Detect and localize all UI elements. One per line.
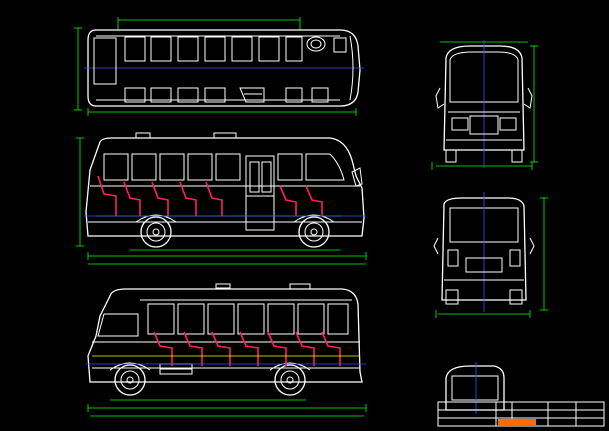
- wheel-icon: [293, 214, 335, 248]
- drawing-stamp: [498, 419, 536, 426]
- seat-icon: [205, 181, 223, 216]
- rear-view-body: [441, 197, 527, 301]
- seat-icon: [179, 181, 197, 216]
- side-view-door-seats: [97, 175, 323, 216]
- side-door: [245, 155, 275, 231]
- seat-icon: [123, 181, 141, 216]
- steering-wheel-icon: [306, 36, 326, 52]
- seat-icon: [267, 331, 287, 366]
- plan-view: [74, 17, 364, 116]
- title-block: [437, 401, 605, 427]
- side-view-door-body: [85, 137, 365, 237]
- wheel-icon: [135, 214, 177, 248]
- mirror-icon: [435, 87, 445, 109]
- seat-icon: [321, 331, 341, 366]
- seat-icon: [183, 331, 203, 366]
- mirror-icon: [523, 87, 533, 109]
- side-view-driver: [86, 283, 367, 417]
- rear-view-small: [445, 362, 505, 414]
- plan-view-dimensions: [74, 17, 357, 116]
- seat-icon: [305, 185, 323, 216]
- seat-icon: [239, 331, 259, 366]
- side-view-door-windows: [103, 153, 345, 181]
- plan-view-outline: [87, 29, 361, 107]
- side-view-driver-body: [87, 288, 363, 383]
- rear-view: [433, 192, 548, 318]
- side-view-driver-windows: [147, 303, 349, 335]
- seat-icon: [97, 175, 117, 216]
- plan-seats-upper: [124, 36, 303, 62]
- side-view-door: [76, 132, 367, 265]
- seat-icon: [151, 181, 169, 216]
- mirror-icon: [351, 167, 363, 187]
- side-view-door-dimensions: [76, 137, 367, 265]
- plan-seats-lower: [124, 87, 329, 103]
- seat-icon: [295, 331, 315, 366]
- side-view-driver-dimensions: [87, 399, 367, 417]
- mirror-icon: [433, 237, 439, 255]
- mirror-icon: [529, 237, 535, 255]
- wheel-icon: [109, 362, 151, 396]
- wheel-icon: [269, 362, 311, 396]
- front-view-body: [443, 45, 525, 151]
- seat-icon: [211, 331, 231, 366]
- rear-view-dimensions: [435, 197, 548, 318]
- front-view: [431, 40, 538, 170]
- seat-icon: [153, 331, 173, 366]
- seat-icon: [279, 185, 297, 216]
- side-view-driver-seats: [153, 331, 341, 366]
